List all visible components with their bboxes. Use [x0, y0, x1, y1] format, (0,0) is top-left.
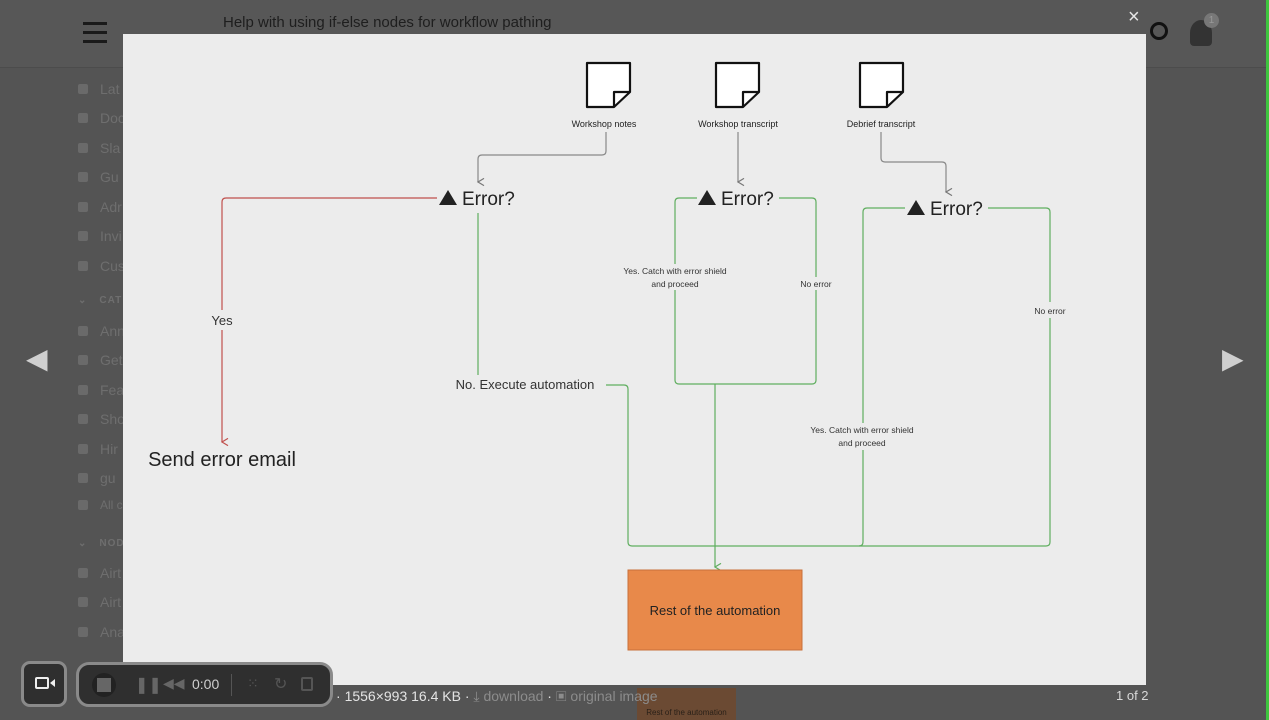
globe-icon: [78, 473, 88, 483]
tag-icon: [78, 627, 88, 637]
sidebar-section-categories[interactable]: ⌄CAT: [78, 295, 123, 306]
decision-label: Error?: [462, 189, 515, 210]
close-button[interactable]: ×: [1128, 6, 1140, 28]
camera-button[interactable]: [21, 661, 67, 707]
sidebar-item[interactable]: Ann: [78, 323, 125, 339]
next-image-button[interactable]: ▶: [1222, 343, 1244, 374]
tag-icon: [78, 568, 88, 578]
sidebar-item[interactable]: Doc: [78, 110, 125, 126]
image-counter: 1 of 2: [1116, 688, 1149, 703]
send-error-email-node: Send error email: [148, 449, 296, 471]
timer: 0:00: [192, 676, 220, 692]
restart-icon[interactable]: ↻: [274, 676, 288, 693]
book-icon: [78, 143, 88, 153]
help-icon: [78, 355, 88, 365]
pause-icon[interactable]: ❚❚: [135, 677, 162, 694]
docs-icon: [78, 113, 88, 123]
star-icon: [78, 414, 88, 424]
no-execute-label: No. Execute automation: [456, 377, 595, 392]
recorder-controls: ❚❚ ◀◀ 0:00 ⁙ ↻: [76, 662, 333, 707]
rewind-icon[interactable]: ◀◀: [163, 675, 185, 691]
bell-icon: [78, 326, 88, 336]
catch-label: Yes. Catch with error shield: [623, 266, 726, 276]
sidebar-item[interactable]: All c: [78, 498, 123, 512]
source-label: Workshop transcript: [698, 119, 778, 129]
stop-button[interactable]: [92, 673, 116, 697]
external-link-icon: [78, 172, 88, 182]
rest-label: Rest of the automation: [650, 603, 781, 618]
briefcase-icon: [78, 444, 88, 454]
sidebar-item[interactable]: Gu: [78, 169, 119, 185]
sidebar-item[interactable]: Fea: [78, 382, 124, 398]
paper-plane-icon: [78, 231, 88, 241]
document-icon: [585, 61, 632, 109]
video-camera-icon: [35, 677, 49, 689]
sidebar-item[interactable]: Cus: [78, 258, 125, 274]
decision-label: Error?: [930, 199, 983, 220]
source-label: Workshop notes: [572, 119, 637, 129]
image-meta: · 1556×993 16.4 KB · ⤓ download · ▣ orig…: [336, 688, 658, 704]
lightbulb-icon: [78, 385, 88, 395]
sidebar-item[interactable]: Sla: [78, 140, 120, 156]
sidebar-item[interactable]: Sho: [78, 411, 125, 427]
document-icon: [858, 61, 905, 109]
sidebar-item[interactable]: Airt: [78, 565, 121, 581]
wrench-icon: [78, 202, 88, 212]
menu-icon[interactable]: [83, 22, 107, 44]
sidebar-item[interactable]: gu: [78, 470, 116, 486]
document-icon: [714, 61, 761, 109]
background-thumbnail: Rest of the automation: [637, 688, 736, 720]
rest-of-automation-node: [627, 569, 803, 651]
topics-icon: [78, 84, 88, 94]
previous-image-button[interactable]: ◀: [26, 343, 48, 374]
grid-icon[interactable]: ⁙: [247, 675, 259, 691]
sidebar-item[interactable]: Get: [78, 352, 123, 368]
no-error-label: No error: [800, 279, 831, 289]
sidebar-item[interactable]: Invi: [78, 228, 122, 244]
catch-label: and proceed: [651, 279, 699, 289]
sidebar-item[interactable]: Lat: [78, 81, 119, 97]
catch-label: and proceed: [838, 438, 886, 448]
yes-label: Yes: [211, 313, 233, 328]
original-image-link[interactable]: ▣ original image: [555, 688, 658, 704]
no-error-label: No error: [1034, 306, 1065, 316]
topic-title[interactable]: Help with using if-else nodes for workfl…: [223, 14, 552, 31]
search-icon[interactable]: [1150, 22, 1168, 40]
pencil-icon: [78, 261, 88, 271]
sidebar-item[interactable]: Airt: [78, 594, 121, 610]
trash-icon[interactable]: [301, 677, 313, 691]
notification-badge: 1: [1204, 13, 1219, 28]
decision-label: Error?: [721, 189, 774, 210]
warning-icon: [439, 190, 925, 215]
download-link[interactable]: ⤓ download: [473, 688, 544, 704]
source-label: Debrief transcript: [847, 119, 916, 129]
window-edge: [1266, 0, 1269, 720]
sidebar-item[interactable]: Adr: [78, 199, 122, 215]
catch-label: Yes. Catch with error shield: [810, 425, 913, 435]
sidebar-section-nodes[interactable]: ⌄NOD: [78, 538, 125, 549]
list-icon: [78, 500, 88, 510]
sidebar-item[interactable]: Hir: [78, 441, 118, 457]
tag-icon: [78, 597, 88, 607]
sidebar-item[interactable]: Ana: [78, 624, 125, 640]
